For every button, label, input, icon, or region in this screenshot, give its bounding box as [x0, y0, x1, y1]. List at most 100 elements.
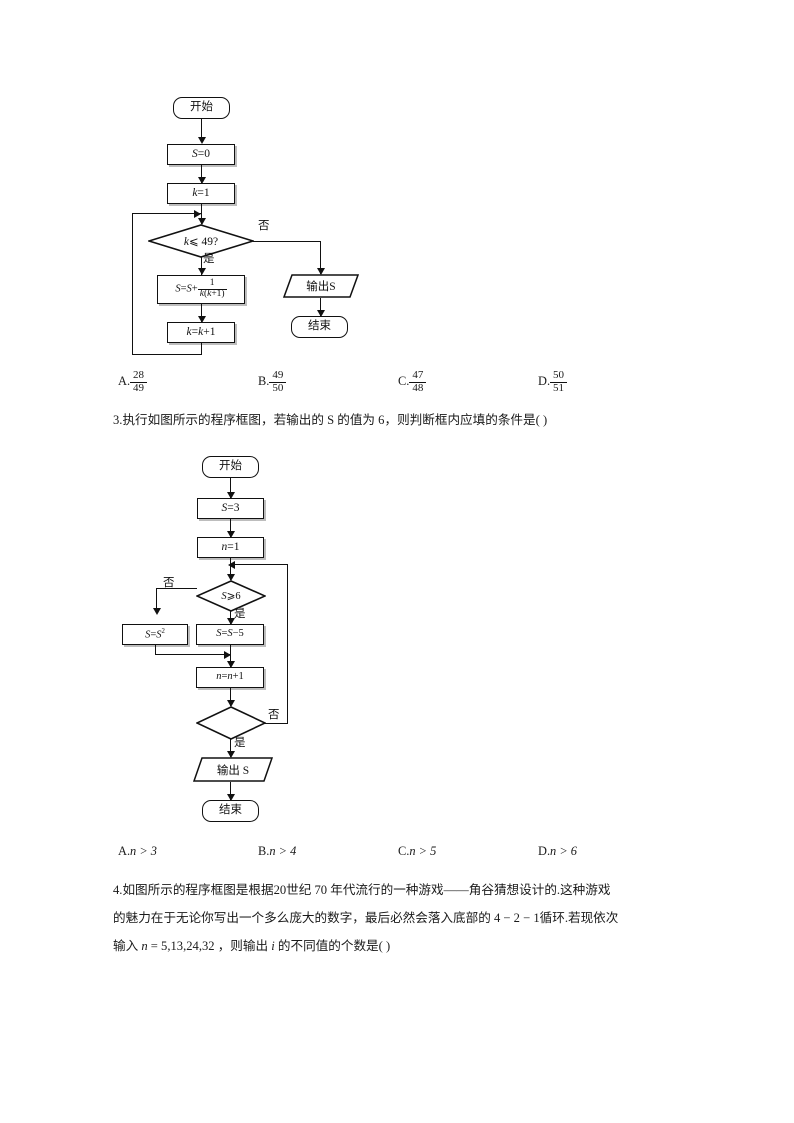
flowchart2-subtract-node: S=S−5 — [196, 624, 264, 645]
flowchart1-increment-label: k=k+1 — [186, 325, 216, 338]
flowchart2-output-shape — [193, 757, 273, 782]
flowchart1-init-k-node: k=1 — [167, 183, 235, 204]
flowchart2-square-node: S=S2 — [122, 624, 188, 645]
flowchart2-decision-label: S⩾6 — [221, 591, 241, 602]
flowchart1-init-s-label: S=0 — [192, 147, 210, 160]
flowchart2-init-n-node: n=1 — [197, 537, 264, 558]
option-B-q3-letter: B. — [258, 844, 270, 858]
flowchart2-no-label: 否 — [163, 577, 175, 589]
flowchart2-increment-label: n=n+1 — [216, 671, 244, 683]
flowchart2-arrow-yes-to-subtract — [226, 618, 235, 625]
flowchart2-edge-output-to-end — [230, 782, 232, 800]
flowchart2-decision2-label — [196, 706, 266, 740]
flowchart2-increment-node: n=n+1 — [196, 667, 264, 688]
flowchart1-arrow-yes-to-accum — [197, 268, 206, 275]
question4-line3-var-i: i — [271, 939, 275, 953]
flowchart2-subtract-label: S=S−5 — [216, 628, 244, 640]
question4-line3: 输入 n = 5,13,24,32 ，则输出 i 的不同值的个数是( ) — [113, 940, 390, 953]
option-A-q2-letter: A. — [118, 373, 131, 388]
flowchart2-arrow-output-to-end — [226, 794, 235, 801]
flowchart2-edge-initn-to-decision — [230, 558, 232, 580]
flowchart1-edge-loop-down — [201, 343, 203, 355]
option-A-q3-letter: A. — [118, 844, 131, 858]
flowchart1-increment-node: k=k+1 — [167, 322, 235, 343]
flowchart1-arrow-accum-to-inc — [197, 316, 206, 323]
flowchart2-edge-square-down — [155, 645, 157, 655]
option-D-q2-letter: D. — [538, 373, 551, 388]
flowchart2-init-n-label: n=1 — [221, 540, 240, 553]
flowchart1-output-shape — [283, 274, 359, 298]
flowchart2-arrow-square-merge — [224, 651, 231, 659]
flowchart1-edge-output-to-end — [320, 298, 322, 316]
flowchart2-edge-no2-top — [230, 564, 288, 566]
flowchart2-output-node: 输出 S — [193, 757, 273, 782]
flowchart2-arrow-initn-to-decision — [226, 574, 235, 581]
flowchart1-edge-loop-top — [132, 213, 202, 215]
flowchart1-end-label: 结束 — [308, 320, 331, 333]
flowchart2-start-node: 开始 — [202, 456, 259, 478]
flowchart2-decision2-node[interactable] — [196, 706, 266, 740]
question4-line3-var-n: n — [141, 939, 148, 953]
flowchart2-arrow-start-to-inits — [226, 492, 235, 499]
question4-line3-eq: = 5,13,24,32 ，则输出 — [147, 939, 272, 953]
flowchart1-arrow-initk-to-decision — [197, 218, 206, 225]
flowchart2-arrow-no2-rejoin — [228, 561, 235, 569]
option-C-q3[interactable]: C.n > 5 — [398, 845, 436, 857]
flowchart2-init-s-node: S=3 — [197, 498, 264, 519]
question4-line3-suffix: 的不同值的个数是( ) — [274, 939, 391, 953]
option-D-q3-letter: D. — [538, 844, 551, 858]
question4-line3-prefix: 输入 — [113, 939, 142, 953]
flowchart1-output-node: 输出S — [283, 274, 359, 298]
option-B-q2-letter: B. — [258, 373, 270, 388]
flowchart1-edge-loop-left — [132, 213, 134, 355]
flowchart2-arrow-subtract-to-inc — [226, 661, 235, 668]
flowchart1-edge-start-to-inits — [201, 119, 203, 140]
flowchart1-edge-yes-vertical — [201, 257, 203, 275]
flowchart1-output-label: 输出S — [306, 281, 336, 293]
flowchart-1: 开始 S=0 k=1 k⩽ 49? 否 — [0, 0, 794, 360]
option-C-q3-letter: C. — [398, 844, 410, 858]
flowchart2-arrow-inits-to-initn — [226, 531, 235, 538]
flowchart1-arrow-inits-to-initk — [197, 177, 206, 184]
flowchart1-decision-label: k⩽ 49? — [183, 236, 219, 248]
flowchart1-end-node: 结束 — [291, 316, 348, 338]
flowchart1-edge-inits-to-initk — [201, 165, 203, 183]
flowchart1-edge-accum-to-inc — [201, 304, 203, 322]
flowchart2-edge-yes2-vertical — [230, 739, 232, 757]
flowchart2-edge-subtract-to-inc — [230, 645, 232, 667]
flowchart2-edge-no-vertical — [156, 588, 158, 613]
option-B-q3[interactable]: B.n > 4 — [258, 845, 296, 857]
flowchart2-init-s-label: S=3 — [221, 501, 240, 514]
option-A-q3[interactable]: A.n > 3 — [118, 845, 157, 857]
flowchart1-init-s-node: S=0 — [167, 144, 235, 165]
flowchart2-edge-no-horizontal — [156, 588, 197, 590]
flowchart1-start-label: 开始 — [190, 101, 213, 114]
option-D-q3-expr: n > 6 — [550, 844, 577, 858]
flowchart2-edge-square-merge — [155, 654, 231, 656]
option-A-q3-expr: n > 3 — [130, 844, 157, 858]
flowchart1-edge-no-vertical — [320, 240, 322, 274]
flowchart2-yes-label: 是 — [234, 608, 246, 620]
flowchart2-start-label: 开始 — [219, 460, 242, 473]
flowchart2-end-label: 结束 — [219, 804, 242, 817]
option-D-q3[interactable]: D.n > 6 — [538, 845, 577, 857]
flowchart2-no2-label: 否 — [268, 709, 280, 721]
question4-line1: 4.如图所示的程序框图是根据20世纪 70 年代流行的一种游戏——角谷猜想设计的… — [113, 883, 611, 897]
flowchart2-edge-inits-to-initn — [230, 519, 232, 537]
question4-line2: 的魅力在于无论你写出一个多么庞大的数字，最后必然会落入底部的 4 − 2 − 1… — [113, 911, 619, 925]
flowchart1-edge-loop-bottom — [132, 354, 202, 356]
option-C-q2-letter: C. — [398, 373, 410, 388]
flowchart1-no-label: 否 — [258, 220, 270, 232]
option-B-q3-expr: n > 4 — [269, 844, 297, 858]
flowchart2-arrow-no-to-square — [152, 608, 161, 615]
